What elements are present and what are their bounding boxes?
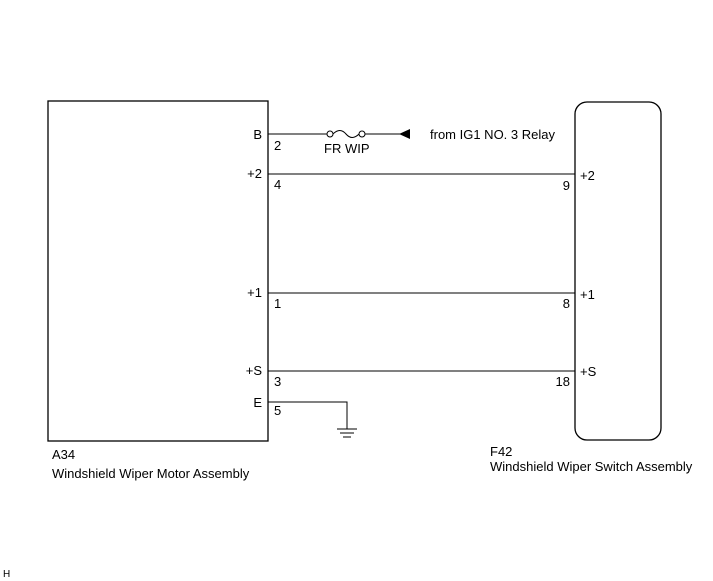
source-label: from IG1 NO. 3 Relay (430, 127, 555, 142)
switch-assembly-box (574, 101, 662, 441)
motor-pin-2: 2 (274, 138, 281, 153)
fuse-label: FR WIP (324, 141, 370, 156)
fuse-terminal-right (358, 130, 366, 138)
ground-icon (337, 428, 357, 438)
switch-terminal-plusS-label: +S (580, 364, 597, 379)
motor-terminal-plus2-label: +2 (247, 166, 262, 181)
fuse-terminal-left (326, 130, 334, 138)
footer-mark: H (3, 569, 10, 580)
switch-pin-18: 18 (556, 374, 570, 389)
switch-pin-8: 8 (563, 296, 570, 311)
motor-terminal-plusS-label: +S (246, 363, 263, 378)
motor-terminal-b-label: B (253, 127, 262, 142)
motor-assembly-box (47, 100, 269, 442)
switch-terminal-plus1-label: +1 (580, 287, 595, 302)
switch-terminal-plus2-label: +2 (580, 168, 595, 183)
motor-pin-5: 5 (274, 403, 281, 418)
source-arrow-icon (399, 129, 410, 139)
motor-pin-4: 4 (274, 177, 281, 192)
motor-pin-3: 3 (274, 374, 281, 389)
motor-pin-1: 1 (274, 296, 281, 311)
switch-code: F42 (490, 444, 512, 459)
wire-ground (268, 401, 348, 429)
motor-terminal-plus1-label: +1 (247, 285, 262, 300)
switch-name: Windshield Wiper Switch Assembly (490, 459, 693, 474)
switch-pin-9: 9 (563, 178, 570, 193)
fuse-symbol (332, 130, 360, 138)
motor-terminal-e-label: E (253, 395, 262, 410)
motor-name: Windshield Wiper Motor Assembly (52, 466, 250, 481)
motor-code: A34 (52, 447, 75, 462)
